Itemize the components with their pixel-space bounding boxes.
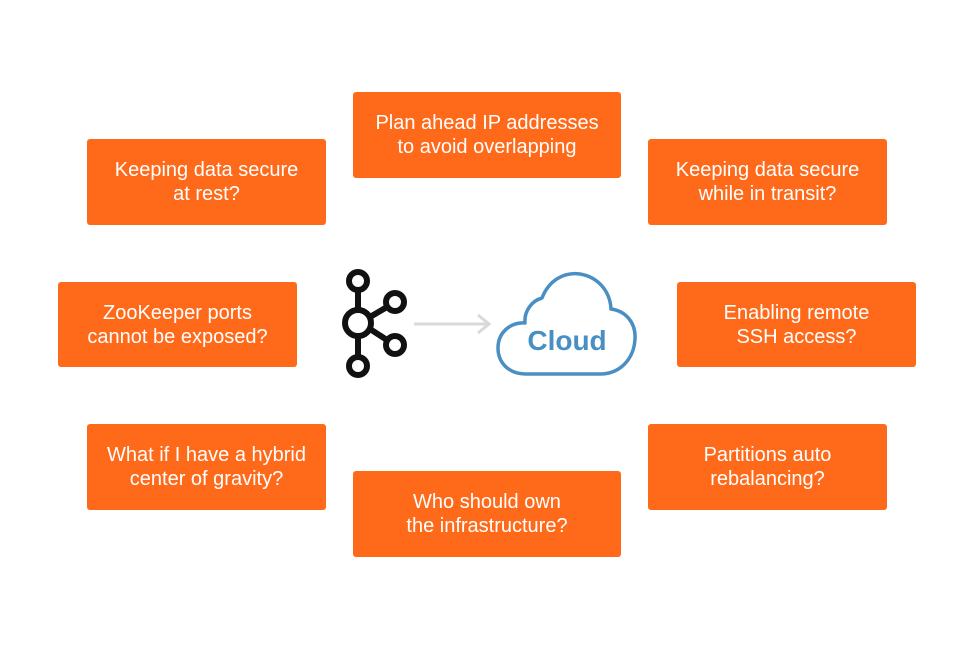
box-text-line: rebalancing? (710, 468, 825, 490)
box-text-line: Plan ahead IP addresses (375, 112, 599, 134)
box-text-line: the infrastructure? (406, 515, 568, 537)
box-text-line: SSH access? (736, 325, 857, 348)
challenge-box-hybrid: What if I have a hybrid center of gravit… (87, 424, 326, 510)
cloud-label: Cloud (527, 325, 607, 356)
challenge-box-partitions: Partitions auto rebalancing? (648, 424, 887, 510)
challenge-box-secure-rest: Keeping data secure at rest? (87, 139, 326, 225)
box-text-line: cannot be exposed? (87, 325, 268, 348)
box-text-line: at rest? (173, 183, 240, 205)
challenge-box-owner: Who should own the infrastructure? (353, 471, 621, 557)
challenge-box-secure-transit: Keeping data secure while in transit? (648, 139, 887, 225)
box-text-line: to avoid overlapping (397, 136, 577, 158)
box-text-line: ZooKeeper ports (103, 301, 252, 324)
kafka-logo-icon (342, 269, 407, 378)
cloud-icon (496, 271, 637, 376)
box-text-line: Keeping data secure (675, 159, 860, 181)
box-text-line: while in transit? (698, 183, 837, 205)
challenge-box-plan-ip: Plan ahead IP addresses to avoid overlap… (353, 92, 621, 178)
box-text-line: Enabling remote (723, 301, 870, 324)
challenge-box-zookeeper: ZooKeeper ports cannot be exposed? (58, 282, 297, 367)
box-text-line: Partitions auto (703, 444, 832, 466)
box-text-line: What if I have a hybrid (107, 444, 306, 466)
box-text-line: Who should own (413, 491, 561, 513)
box-text-line: Keeping data secure (114, 159, 299, 181)
arrow-right-icon (414, 313, 492, 335)
box-text-line: center of gravity? (129, 468, 284, 490)
challenge-box-ssh: Enabling remote SSH access? (677, 282, 916, 367)
